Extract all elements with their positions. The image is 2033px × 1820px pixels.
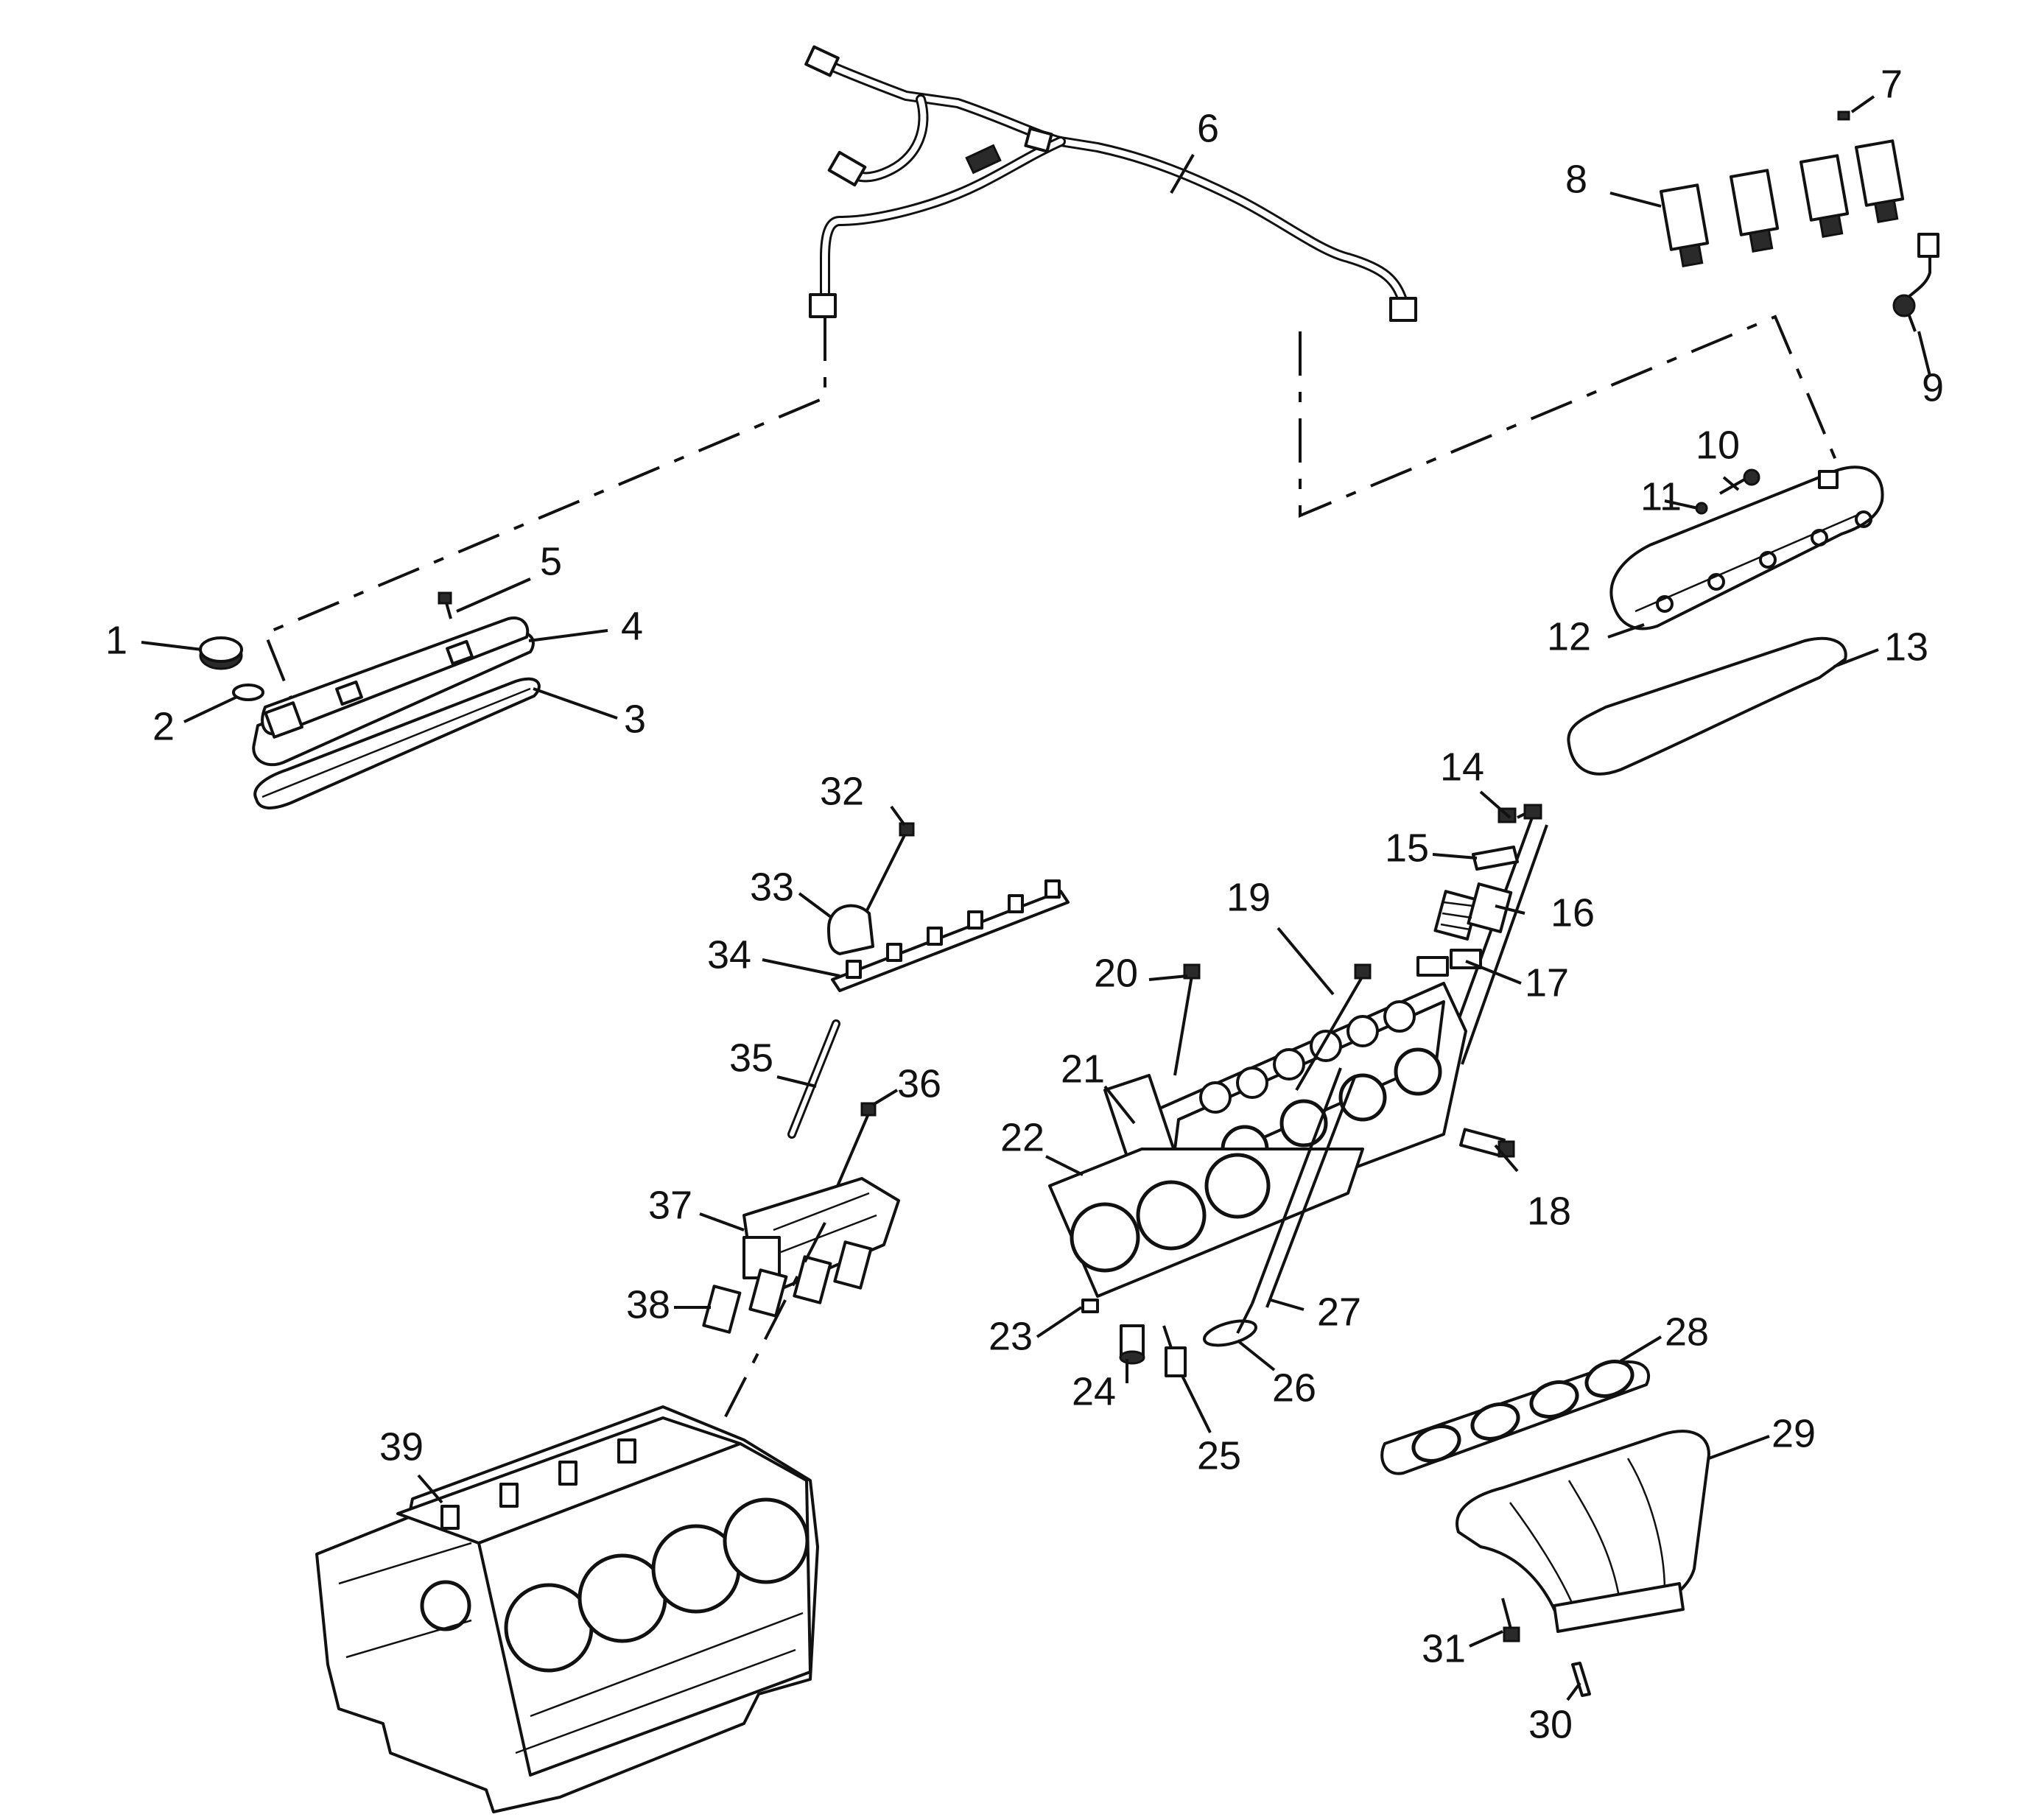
- exhaust-gasket: [1380, 1360, 1651, 1475]
- head-fitting: [1162, 1325, 1187, 1377]
- callout-20: 20: [1094, 951, 1138, 995]
- callout-18: 18: [1527, 1189, 1571, 1233]
- callout-37: 37: [648, 1183, 692, 1227]
- callout-29: 29: [1772, 1411, 1816, 1455]
- valves: [1203, 1067, 1357, 1347]
- callout-16: 16: [1551, 890, 1595, 935]
- callout-23: 23: [989, 1314, 1033, 1358]
- callout-32: 32: [820, 769, 864, 813]
- callout-2: 2: [152, 704, 175, 748]
- callout-21: 21: [1061, 1047, 1105, 1091]
- wiring-harness: [804, 45, 1417, 322]
- callout-22: 22: [1000, 1115, 1044, 1159]
- right-valve-cover: [1609, 465, 1884, 630]
- callout-12: 12: [1547, 614, 1591, 658]
- assembly-lines: [263, 315, 1847, 708]
- lifter-guide: [742, 1177, 900, 1290]
- callout-6: 6: [1197, 106, 1219, 150]
- callout-10: 10: [1696, 423, 1740, 467]
- callout-38: 38: [626, 1282, 670, 1327]
- callout-17: 17: [1525, 960, 1569, 1005]
- callout-39: 39: [379, 1424, 424, 1469]
- callout-15: 15: [1385, 826, 1429, 870]
- callout-labels: 1 2 3 4 5 6 7 8 9 10 11 12 13 14 15 16 1…: [105, 62, 1944, 1746]
- left-valve-cover: [252, 616, 541, 809]
- callout-11: 11: [1640, 474, 1682, 519]
- pushrod-highlight: [790, 1022, 838, 1136]
- coil-bolt: [1837, 110, 1850, 121]
- rocker-rail: [831, 879, 1070, 992]
- callout-7: 7: [1881, 62, 1903, 106]
- spark-plug: [1459, 1128, 1515, 1158]
- cap-seal: [232, 684, 264, 701]
- engine-block: [315, 1405, 819, 1813]
- sensor-harness: [1892, 233, 1939, 332]
- head-gasket: [1048, 1148, 1364, 1298]
- valve-lifters: [702, 1240, 873, 1334]
- callout-35: 35: [729, 1036, 773, 1080]
- callout-9: 9: [1922, 365, 1944, 410]
- callout-14: 14: [1440, 745, 1484, 789]
- callout-24: 24: [1072, 1369, 1116, 1413]
- callout-36: 36: [897, 1061, 941, 1106]
- head-plug: [1081, 1299, 1099, 1313]
- callout-26: 26: [1272, 1366, 1316, 1410]
- callout-3: 3: [624, 697, 646, 741]
- leader-lines: [141, 95, 1931, 1701]
- callout-28: 28: [1665, 1310, 1709, 1354]
- callout-13: 13: [1884, 625, 1928, 669]
- callout-30: 30: [1528, 1702, 1573, 1746]
- valve-train-stack: [1416, 804, 1548, 1065]
- callout-8: 8: [1565, 157, 1587, 201]
- callout-4: 4: [621, 604, 643, 648]
- coolant-sensor: [1119, 1324, 1145, 1365]
- callout-31: 31: [1422, 1626, 1466, 1670]
- callout-1: 1: [105, 618, 127, 662]
- head-bolts: [1173, 963, 1372, 1092]
- right-cover-gasket: [1567, 636, 1847, 776]
- callout-27: 27: [1317, 1290, 1361, 1334]
- callout-19: 19: [1226, 875, 1271, 919]
- callout-33: 33: [750, 865, 794, 909]
- cover-bolt: [438, 591, 452, 619]
- ignition-coils: [1660, 139, 1905, 268]
- manifold-bolt: [1501, 1598, 1520, 1642]
- callout-34: 34: [707, 932, 751, 977]
- callout-5: 5: [540, 539, 562, 583]
- callout-25: 25: [1197, 1433, 1241, 1478]
- exhaust-manifold: [1456, 1430, 1710, 1633]
- rocker-arm: [827, 904, 874, 955]
- oil-fill-cap: [199, 636, 243, 670]
